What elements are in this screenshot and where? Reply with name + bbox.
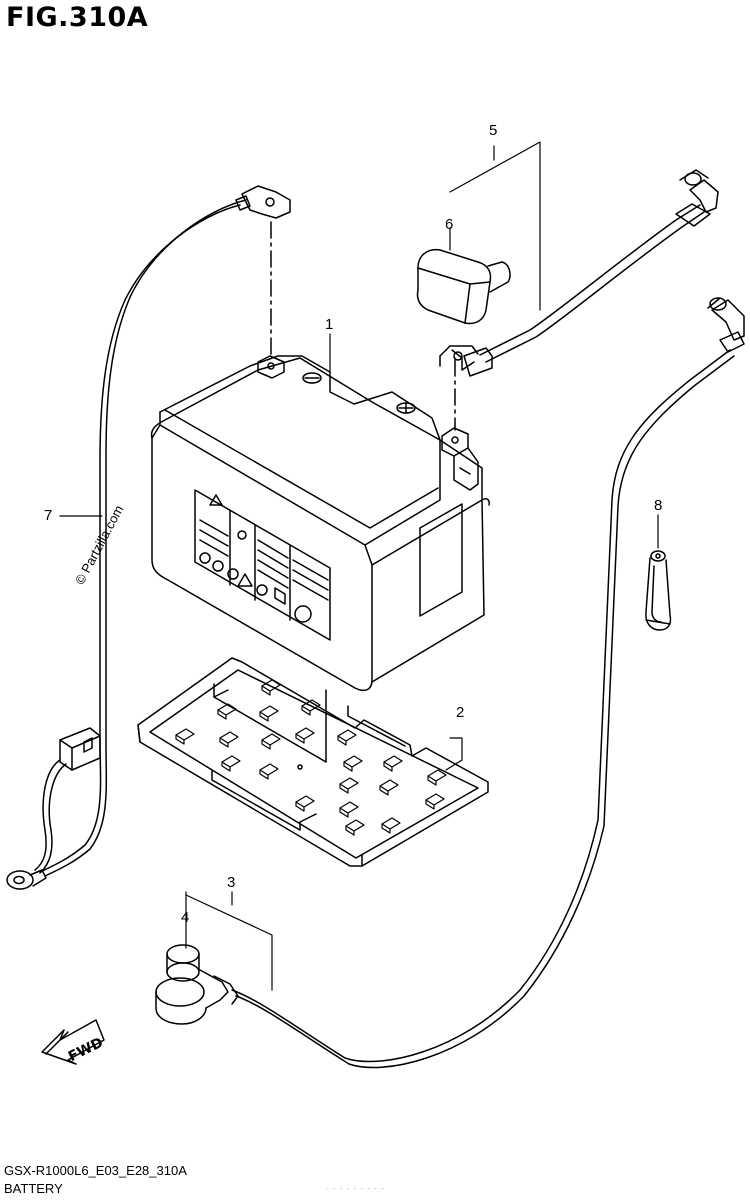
callout-7: 7 — [44, 507, 53, 524]
strap-8 — [646, 551, 671, 630]
callout-8: 8 — [654, 497, 663, 514]
wire-harness-7 — [7, 186, 290, 889]
footer-code: GSX-R1000L6_E03_E28_310A — [4, 1163, 187, 1178]
callout-2: 2 — [456, 704, 465, 721]
footer-name: BATTERY — [4, 1181, 63, 1196]
terminal-cap-6 — [417, 250, 510, 324]
callout-4: 4 — [181, 909, 190, 926]
negative-cable-3 — [232, 298, 744, 1067]
callout-5: 5 — [489, 122, 498, 139]
callout-6: 6 — [445, 216, 454, 233]
battery-1 — [152, 222, 490, 690]
terminal-cap-4 — [156, 945, 238, 1024]
figure-title: FIG.310A — [6, 2, 149, 33]
battery-tray-2 — [138, 658, 488, 866]
callout-1: 1 — [325, 316, 334, 333]
callout-3: 3 — [227, 874, 236, 891]
fwd-arrow-icon — [42, 1020, 104, 1064]
positive-cable-5 — [440, 170, 718, 376]
callout-leaders — [60, 142, 658, 990]
footer-faint-text: - - - - - - - - - — [326, 1184, 385, 1193]
